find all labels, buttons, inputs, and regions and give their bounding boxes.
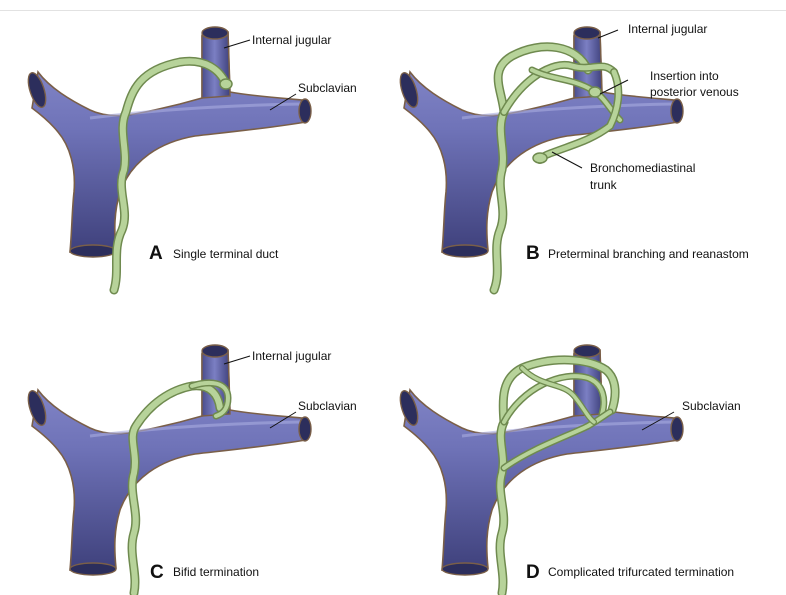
- caption-d: Complicated trifurcated termination: [548, 565, 734, 579]
- vein-junction-c: [25, 345, 311, 575]
- panel-a: Internal jugular Subclavian A Single ter…: [25, 27, 357, 290]
- panel-letter-c: C: [150, 562, 164, 583]
- panel-letter-d: D: [526, 562, 540, 583]
- panel-letter-b: B: [526, 243, 540, 264]
- caption-c: Bifid termination: [173, 565, 259, 579]
- label-internal-jugular-a: Internal jugular: [252, 33, 331, 47]
- label-subclavian-a: Subclavian: [298, 81, 357, 95]
- panel-d: Subclavian D Complicated trifurcated ter…: [397, 345, 741, 593]
- label-bronchomediastinal-line1: Bronchomediastinal: [590, 161, 695, 175]
- caption-a: Single terminal duct: [173, 247, 279, 261]
- leader-jugular-b: [598, 30, 618, 38]
- caption-b: Preterminal branching and reanastom: [548, 247, 749, 261]
- label-bronchomediastinal-line2: trunk: [590, 178, 618, 192]
- label-subclavian-c: Subclavian: [298, 399, 357, 413]
- label-subclavian-d: Subclavian: [682, 399, 741, 413]
- vein-junction-b: [397, 27, 683, 257]
- leader-broncho-b: [552, 152, 582, 168]
- panel-letter-a: A: [149, 243, 163, 264]
- panel-b: Internal jugular Insertion into posterio…: [397, 22, 749, 290]
- panel-c: Internal jugular Subclavian C Bifid term…: [25, 345, 357, 593]
- label-internal-jugular-c: Internal jugular: [252, 349, 331, 363]
- label-insertion-line2: posterior venous: [650, 85, 739, 99]
- thoracic-duct-c: [132, 383, 228, 593]
- label-internal-jugular-b: Internal jugular: [628, 22, 707, 36]
- label-insertion-line1: Insertion into: [650, 69, 719, 83]
